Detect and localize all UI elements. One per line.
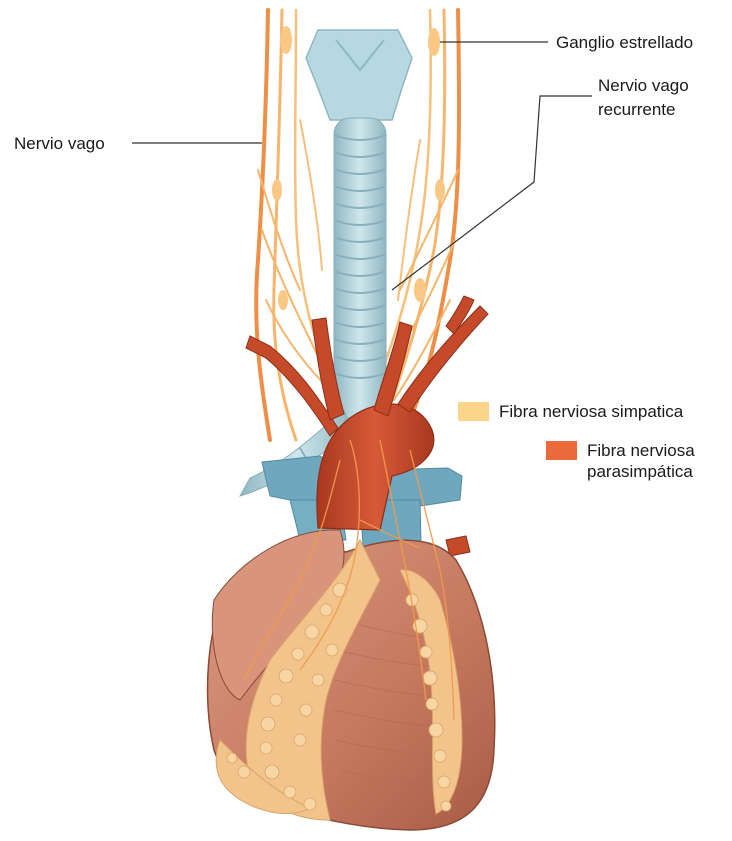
label-nervio-vago-recurrente-line2: recurrente — [598, 99, 675, 120]
recurrente-leader — [392, 96, 592, 290]
legend-label-parasimpatica: Fibra nerviosa parasimpática — [587, 440, 695, 482]
label-nervio-vago: Nervio vago — [14, 133, 105, 154]
legend-swatch-simpatica — [458, 402, 489, 421]
legend-item-parasimpatica: Fibra nerviosa parasimpática — [546, 440, 695, 482]
legend-label-simpatica: Fibra nerviosa simpatica — [499, 401, 683, 422]
legend-swatch-parasimpatica — [546, 441, 577, 460]
legend-item-simpatica: Fibra nerviosa simpatica — [458, 401, 683, 422]
label-nervio-vago-recurrente-line1: Nervio vago — [598, 75, 689, 96]
legend-label-parasimpatica-line2: parasimpática — [587, 461, 695, 482]
label-ganglio-estrellado: Ganglio estrellado — [556, 32, 693, 53]
legend-label-parasimpatica-line1: Fibra nerviosa — [587, 440, 695, 461]
